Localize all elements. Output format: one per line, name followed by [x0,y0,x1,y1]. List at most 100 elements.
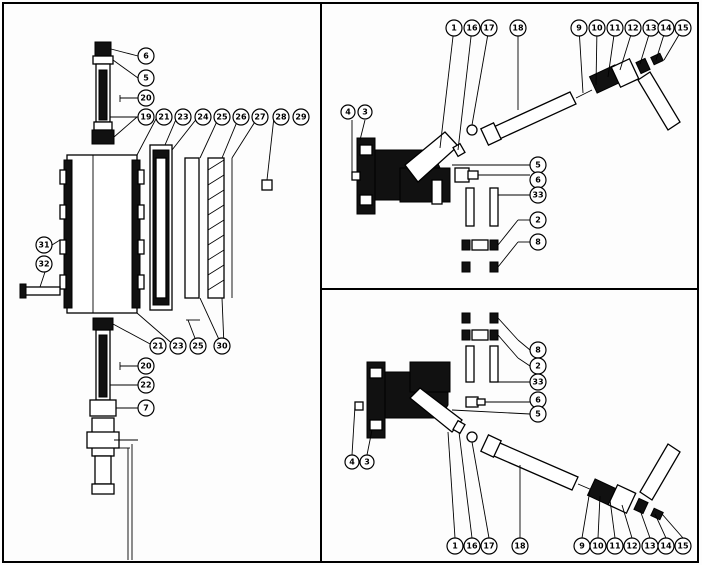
callout-20: 20 [137,89,155,107]
callout-2-lower: 2 [529,357,547,375]
svg-text:5: 5 [535,161,541,170]
svg-text:27: 27 [254,113,265,122]
callout-4: 4 [340,104,356,120]
small-parts-bottom [461,312,499,408]
svg-text:31: 31 [38,241,50,250]
svg-text:15: 15 [677,542,689,551]
callout-21: 21 [155,108,173,126]
stem-assembly-bottom [452,419,681,521]
callout-25-lower: 25 [189,337,207,355]
svg-text:29: 29 [295,113,307,122]
svg-text:18: 18 [514,542,526,551]
svg-text:13: 13 [644,542,655,551]
top-fitting [91,41,115,145]
left-leaders [39,48,275,409]
svg-text:21: 21 [158,113,170,122]
callout-14-lower: 14 [657,537,675,555]
svg-text:8: 8 [535,346,541,355]
svg-text:4: 4 [345,108,351,117]
bottom-fitting [86,317,138,560]
callout-11-lower: 11 [606,537,624,555]
callout-9: 9 [570,19,588,37]
svg-text:18: 18 [512,24,524,33]
callout-3-lower: 3 [359,454,375,470]
callout-26: 26 [232,108,250,126]
svg-text:6: 6 [535,396,541,405]
svg-text:5: 5 [143,74,149,83]
callout-13: 13 [642,19,660,37]
callout-3: 3 [357,104,373,120]
callout-6: 6 [137,47,155,65]
svg-text:11: 11 [609,24,621,33]
svg-text:11: 11 [609,542,621,551]
left-panel: 6 5 20 19 21 23 24 25 26 27 28 29 31 32 … [19,41,310,560]
svg-text:6: 6 [143,52,149,61]
callout-20-lower: 20 [137,357,155,375]
svg-text:23: 23 [172,342,183,351]
svg-text:2: 2 [535,362,541,371]
callout-25: 25 [213,108,231,126]
callout-7: 7 [137,399,155,417]
svg-text:32: 32 [38,260,49,269]
callout-8-lower: 8 [529,341,547,359]
callout-2: 2 [529,211,547,229]
callout-31: 31 [35,236,53,254]
top-right-leaders [351,27,684,268]
callout-18: 18 [509,19,527,37]
svg-text:3: 3 [362,108,368,117]
callout-27: 27 [251,108,269,126]
callout-1: 1 [445,19,463,37]
callout-30: 30 [213,337,231,355]
svg-text:22: 22 [140,381,151,390]
callout-6-lower: 6 [529,391,547,409]
callout-10-lower: 10 [589,537,607,555]
callout-12: 12 [624,19,642,37]
callout-9-lower: 9 [573,537,591,555]
svg-text:1: 1 [452,542,458,551]
svg-text:16: 16 [466,24,478,33]
callout-16: 16 [463,19,481,37]
callout-12-lower: 12 [623,537,641,555]
callout-33-lower: 33 [529,373,547,391]
bolt [19,283,61,299]
callout-1-lower: 1 [446,537,464,555]
callout-24: 24 [194,108,212,126]
callout-18-lower: 18 [511,537,529,555]
callout-21-lower: 21 [149,337,167,355]
svg-text:25: 25 [192,342,204,351]
glass-assembly [149,144,273,311]
svg-text:7: 7 [143,404,149,413]
callout-5: 5 [137,69,155,87]
small-parts-top [431,167,499,273]
svg-text:14: 14 [660,542,672,551]
gauge-body [59,154,145,314]
part-5-drawing [92,55,114,65]
callout-4-lower: 4 [344,454,360,470]
callout-23: 23 [174,108,192,126]
svg-text:25: 25 [216,113,228,122]
svg-text:10: 10 [592,542,604,551]
callout-33: 33 [529,186,547,204]
svg-text:4: 4 [349,458,355,467]
callout-6: 6 [529,171,547,189]
svg-text:26: 26 [235,113,247,122]
svg-text:5: 5 [535,410,541,419]
svg-text:20: 20 [140,94,152,103]
svg-text:8: 8 [535,238,541,247]
svg-text:12: 12 [627,24,638,33]
callout-19: 19 [137,108,155,126]
svg-text:23: 23 [177,113,188,122]
top-right-panel: 1 16 17 18 9 10 11 12 13 14 15 4 3 5 6 3… [340,19,692,273]
callout-17: 17 [480,19,498,37]
part-6-drawing [94,41,112,57]
svg-text:12: 12 [626,542,637,551]
callout-17-lower: 17 [480,537,498,555]
svg-text:20: 20 [140,362,152,371]
svg-text:3: 3 [364,458,370,467]
callout-23-lower: 23 [169,337,187,355]
bottom-right-leaders [351,317,684,539]
callout-16-lower: 16 [463,537,481,555]
